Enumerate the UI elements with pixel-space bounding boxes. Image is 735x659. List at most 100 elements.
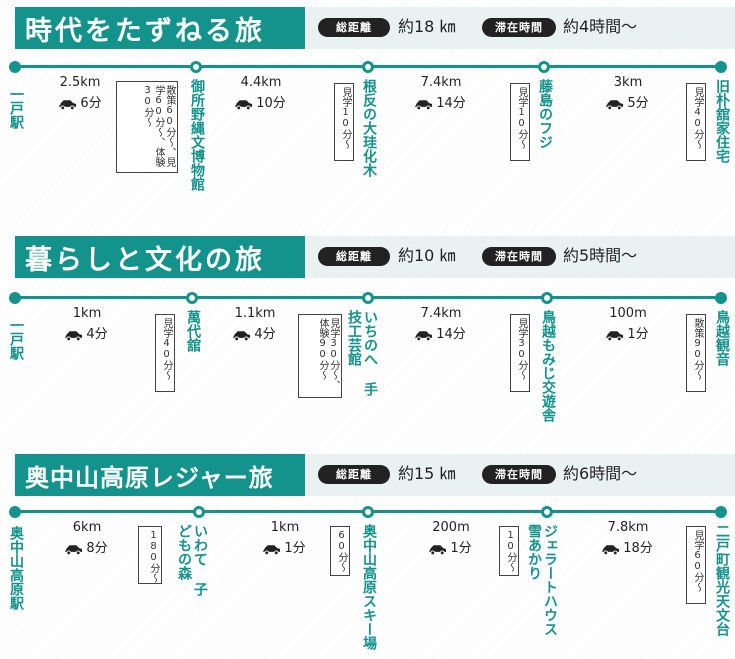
stop-name: 藤島のフジ <box>537 79 553 149</box>
car-icon <box>235 99 253 110</box>
segment-distance: 2.5km <box>59 75 101 90</box>
segment-time: 6分 <box>40 96 120 112</box>
car-icon <box>233 330 251 341</box>
total-distance-label: 総距離 <box>318 465 390 484</box>
stop-marker <box>362 61 374 73</box>
segment-time-value: 1分 <box>284 541 306 556</box>
segment-time-value: 5分 <box>627 96 649 111</box>
total-distance-label: 総距離 <box>318 18 390 37</box>
route-title: 時代をたずねる旅 <box>15 7 305 49</box>
route-title: 奥中山高原レジャー旅 <box>15 454 305 496</box>
end-stop-marker <box>715 506 727 518</box>
segment-distance: 100m <box>609 306 647 321</box>
car-icon <box>602 544 620 555</box>
segment-time-value: 14分 <box>436 327 466 342</box>
stay-time-value: 約6時間～ <box>563 464 638 483</box>
segment-distance: 1km <box>270 520 300 535</box>
segment-distance: 7.8km <box>607 520 649 535</box>
car-icon <box>606 99 624 110</box>
stop-name: 奥中山高原スキー場 <box>361 524 377 650</box>
segment-time: 4分 <box>214 327 294 343</box>
stay-note: 散策60分～、見学60分～、体験30分～ <box>116 81 178 173</box>
stop-name: 一戸駅 <box>8 318 24 360</box>
total-distance-value: 約18 ㎞ <box>398 17 456 36</box>
segment-time-value: 8分 <box>86 541 108 556</box>
stop-name: 奥中山高原駅 <box>8 526 24 610</box>
car-icon <box>65 544 83 555</box>
stay-note: 見学30分～ <box>510 314 530 392</box>
car-icon <box>59 99 77 110</box>
stop-name: ジェラートハウス 雪あかり <box>526 524 558 636</box>
total-distance-value: 約10 ㎞ <box>398 246 456 265</box>
stay-note: 見学10分～ <box>510 83 530 161</box>
segment-distance: 7.4km <box>420 75 462 90</box>
stay-note: 10分～ <box>499 526 519 576</box>
stop-marker <box>362 292 374 304</box>
stay-note: 見学40分～ <box>155 314 175 392</box>
segment-distance: 4.4km <box>240 75 282 90</box>
segment-time: 18分 <box>587 541 667 557</box>
stay-note: 見学30分～、体験90分～ <box>298 314 342 398</box>
stay-note: 見学10分～ <box>334 83 354 161</box>
segment-time-value: 14分 <box>436 96 466 111</box>
segment-time-value: 1分 <box>627 327 649 342</box>
stop-marker <box>186 292 198 304</box>
stop-name: いちのへ 手技工芸館 <box>346 310 378 396</box>
stay-time-label: 滞在時間 <box>482 247 556 266</box>
stop-marker <box>541 506 553 518</box>
stop-name: 旧朴舘家住宅 <box>714 79 730 163</box>
stop-name: 萬代舘 <box>185 310 201 352</box>
stop-name: 鳥越観音 <box>714 310 730 366</box>
segment-distance: 1km <box>72 306 102 321</box>
stop-marker <box>538 61 550 73</box>
segment-time-value: 4分 <box>86 327 108 342</box>
end-stop-marker <box>715 61 727 73</box>
start-station-marker <box>9 292 21 304</box>
segment-time: 1分 <box>244 541 324 557</box>
start-station-marker <box>9 506 21 518</box>
segment-distance: 3km <box>613 75 643 90</box>
stop-name: 御所野縄文博物館 <box>189 79 205 191</box>
stop-name: 鳥越もみじ交遊舎 <box>540 310 556 422</box>
end-stop-marker <box>715 292 727 304</box>
stay-note: 60分～ <box>330 526 350 576</box>
segment-time: 5分 <box>587 96 667 112</box>
car-icon <box>415 330 433 341</box>
stay-note: 散策90分～ <box>686 314 706 392</box>
stop-name: いわて 子どもの森 <box>176 524 208 596</box>
stop-name: 二戸町観光天文台 <box>714 524 730 636</box>
stay-note: 見学40分～ <box>686 83 706 161</box>
segment-time: 8分 <box>46 541 126 557</box>
segment-distance: 6km <box>72 520 102 535</box>
car-icon <box>606 330 624 341</box>
car-icon <box>263 544 281 555</box>
segment-time: 14分 <box>400 96 480 112</box>
segment-time-value: 10分 <box>256 96 286 111</box>
stop-name: 一戸駅 <box>8 87 24 129</box>
stop-marker <box>193 506 205 518</box>
segment-distance: 7.4km <box>420 306 462 321</box>
total-distance-label: 総距離 <box>318 247 390 266</box>
segment-time: 4分 <box>46 327 126 343</box>
route-title: 暮らしと文化の旅 <box>15 236 305 278</box>
start-station-marker <box>9 61 21 73</box>
segment-time: 1分 <box>587 327 667 343</box>
segment-distance: 200m <box>432 520 470 535</box>
segment-time: 1分 <box>410 541 490 557</box>
stay-note: 見学60分～ <box>686 526 706 604</box>
segment-time: 10分 <box>220 96 300 112</box>
car-icon <box>415 99 433 110</box>
stay-time-label: 滞在時間 <box>482 465 556 484</box>
car-icon <box>429 544 447 555</box>
segment-time-value: 4分 <box>254 327 276 342</box>
car-icon <box>65 330 83 341</box>
stay-time-value: 約4時間～ <box>563 17 638 36</box>
stop-marker <box>541 292 553 304</box>
segment-distance: 1.1km <box>234 306 276 321</box>
stop-name: 根反の大珪化木 <box>361 79 377 177</box>
stop-marker <box>190 61 202 73</box>
stay-time-value: 約5時間～ <box>563 246 638 265</box>
segment-time: 14分 <box>400 327 480 343</box>
segment-time-value: 18分 <box>623 541 653 556</box>
stop-marker <box>362 506 374 518</box>
